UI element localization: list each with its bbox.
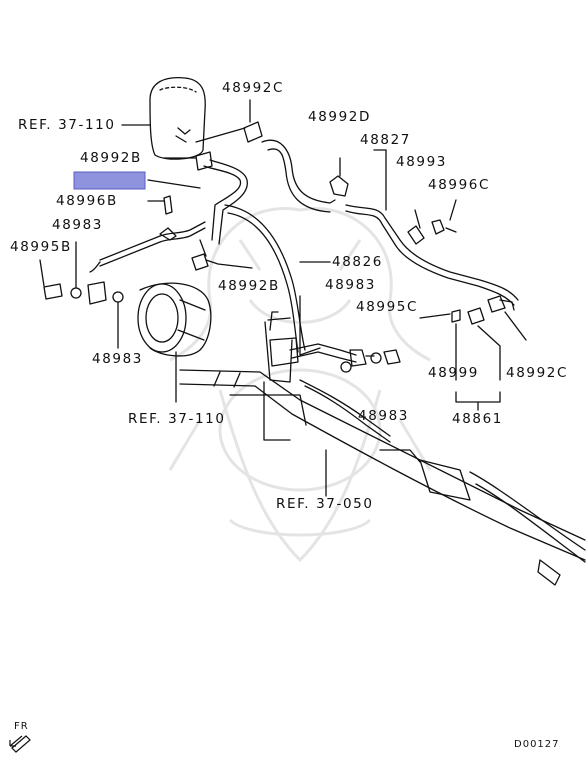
label-48993: 48993 [396, 154, 447, 170]
label-48992c-top: 48992C [222, 80, 284, 96]
label-48992b-upper: 48992B [80, 150, 142, 166]
label-ref-37-110-mid: REF. 37-110 [128, 411, 226, 427]
watermark-emblem [168, 207, 432, 563]
label-48992b-lower: 48992B [218, 278, 280, 294]
label-48999: 48999 [428, 365, 479, 381]
label-48983-left: 48983 [52, 217, 103, 233]
front-arrow-icon [9, 735, 31, 753]
label-48996c: 48996C [428, 177, 490, 193]
label-front: FR [14, 721, 29, 732]
label-48983-rack: 48983 [358, 408, 409, 424]
label-48861: 48861 [452, 411, 503, 427]
label-48996b: 48996B [56, 193, 118, 209]
label-ref-37-110-top: REF. 37-110 [18, 117, 116, 133]
label-48826: 48826 [332, 254, 383, 270]
label-ref-37-050: REF. 37-050 [276, 496, 374, 512]
diagram-id: D00127 [514, 739, 560, 750]
label-48992c-right: 48992C [506, 365, 568, 381]
label-48992d: 48992D [308, 109, 371, 125]
label-48995b: 48995B [10, 239, 72, 255]
label-48983-pump: 48983 [92, 351, 143, 367]
highlight-box [73, 171, 146, 190]
label-48995c: 48995C [356, 299, 418, 315]
linework [39, 76, 586, 586]
label-48983-center: 48983 [325, 277, 376, 293]
label-48827: 48827 [360, 132, 411, 148]
